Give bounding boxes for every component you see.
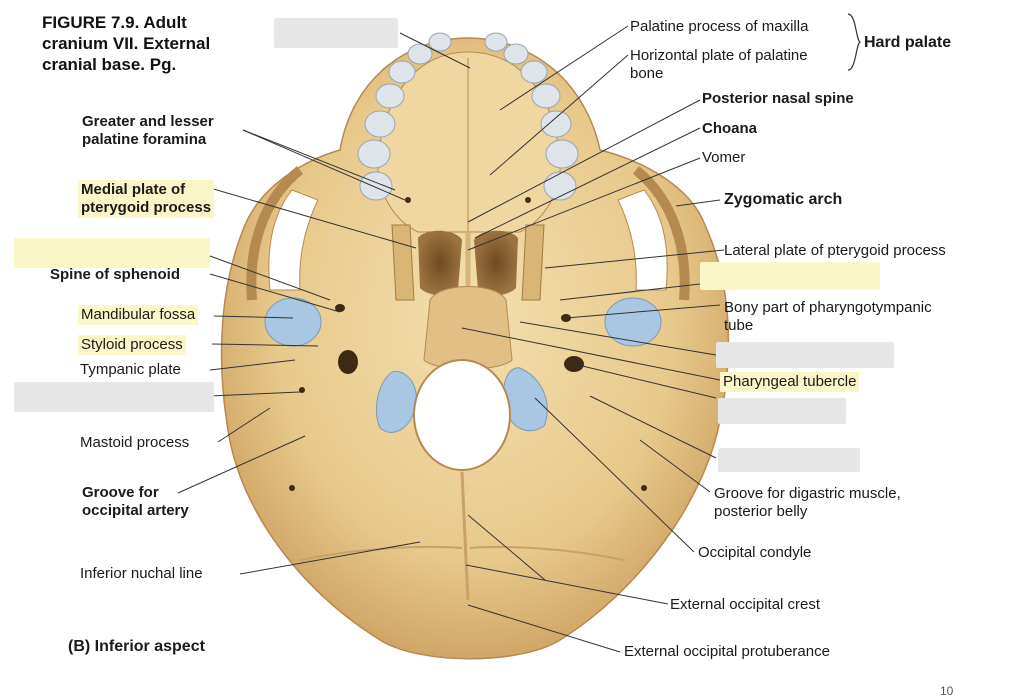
label-vomer: Vomer [702,149,746,166]
redacted-label-left-1 [14,238,210,268]
basilar-part [423,286,513,370]
external-occipital-crest [460,471,470,601]
label-hard-palate: Hard palate [864,34,952,51]
label-bony-part: Bony part of pharyngotympanic tube [724,299,932,334]
label-external-occipital-crest: External occipital crest [670,596,821,613]
label-medial-plate: Medial plate of pterygoid process [78,180,215,218]
label-external-occipital-protuberance: External occipital protuberance [624,643,830,660]
redacted-label-right-3 [718,398,846,424]
leader-lines [177,25,725,653]
redacted-label-right-4 [718,448,860,472]
caption-line-1: FIGURE 7.9. Adult [42,13,187,32]
label-lateral-plate: Lateral plate of pterygoid process [724,242,946,259]
label-mastoid-process: Mastoid process [80,434,190,451]
occipital-condyle-left [375,371,418,433]
view-label: (B) Inferior aspect [68,638,205,655]
redacted-label-right-1 [700,262,880,290]
caption-line-3: cranial base. Pg. [42,55,177,74]
label-groove-digastric: Groove for digastric muscle, posterior b… [714,485,901,520]
label-groove-occipital: Groove for occipital artery [82,484,189,519]
redacted-label-right-2 [716,342,894,368]
page-number: 10 [940,684,954,698]
label-horizontal-plate: Horizontal plate of palatine bone [630,47,808,82]
label-occipital-condyle: Occipital condyle [698,544,812,561]
redacted-label-left-2 [14,382,214,412]
mandibular-fossa-left [264,297,322,347]
label-palatine-process: Palatine process of maxilla [630,18,809,35]
label-pharyngeal-tubercle: Pharyngeal tubercle [720,372,860,392]
label-spine-sphenoid: Spine of sphenoid [50,266,180,283]
hard-palate-brace [847,13,862,71]
foramen-magnum [413,359,511,471]
foramina [289,197,647,491]
redacted-label-top [274,18,398,48]
choana-left [418,230,462,296]
label-styloid-process: Styloid process [78,335,186,355]
label-inferior-nuchal: Inferior nuchal line [80,565,203,582]
occipital-condyle-right [503,367,548,432]
figure-caption: FIGURE 7.9. Adult cranium VII. External … [42,12,210,75]
label-greater-lesser-palatine: Greater and lesser palatine foramina [82,113,214,148]
teeth-left [357,32,452,201]
zygomatic-arch-left [246,166,304,301]
mandibular-fossa-right [604,297,662,347]
label-tympanic-plate: Tympanic plate [80,361,181,378]
zygomatic-arch-right [632,166,690,301]
label-zygomatic-arch: Zygomatic arch [724,191,843,208]
label-choana: Choana [702,120,758,137]
choana-right [474,230,518,296]
caption-line-2: cranium VII. External [42,34,211,53]
label-mandibular-fossa: Mandibular fossa [78,305,199,325]
label-posterior-nasal-spine: Posterior nasal spine [702,90,854,107]
